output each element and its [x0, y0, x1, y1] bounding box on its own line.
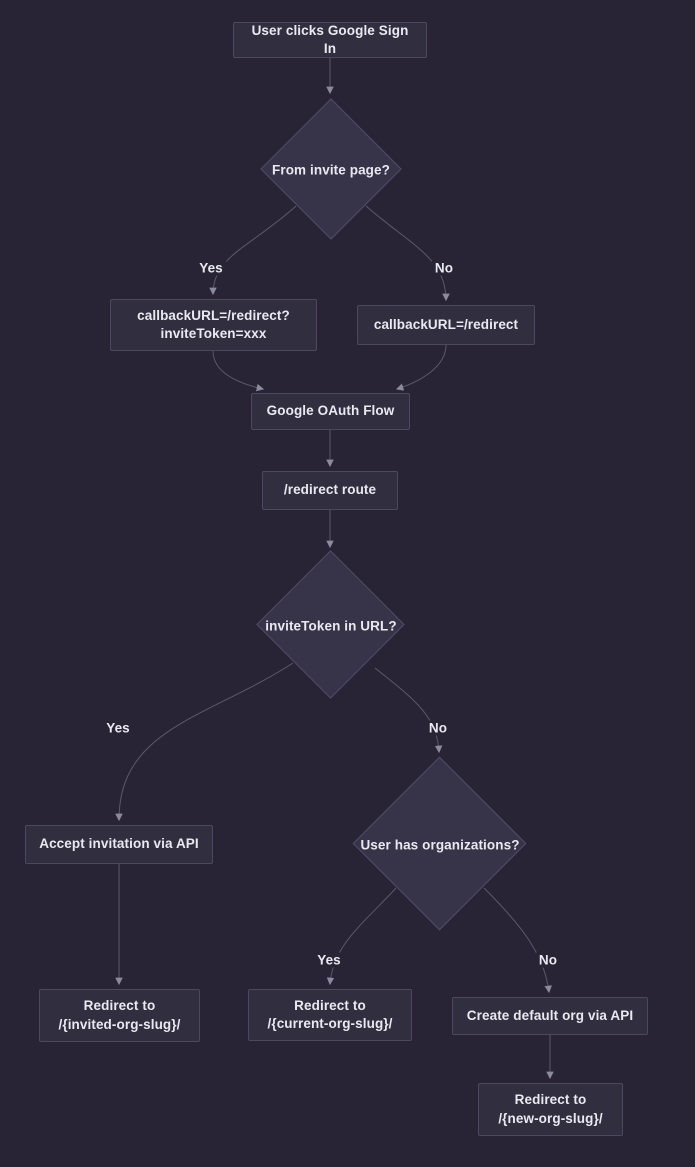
node-redirect-current: Redirect to /{current-org-slug}/	[248, 989, 412, 1041]
node-create-default-org-label: Create default org via API	[466, 1007, 634, 1023]
node-redirect-current-line2: /{current-org-slug}/	[267, 1016, 393, 1031]
edge-token-callback-to-oauth	[212, 350, 265, 392]
node-redirect-invited-line1: Redirect to	[83, 998, 156, 1014]
node-callback-plain-label: callbackURL=/redirect	[373, 316, 519, 332]
node-google-oauth: Google OAuth Flow	[251, 393, 410, 430]
node-redirect-new-line2: /{new-org-slug}/	[498, 1110, 603, 1126]
decision-user-has-orgs: User has organizations?	[360, 837, 520, 853]
edge-label-from-invite-yes: Yes	[196, 260, 226, 276]
node-callback-with-token-label: callbackURL=/redirect?inviteToken=xxx	[137, 307, 290, 341]
decision-from-invite-page: From invite page?	[272, 162, 390, 178]
node-google-oauth-label: Google OAuth Flow	[266, 403, 395, 419]
node-redirect-invited: Redirect to /{invited-org-slug}/	[39, 989, 200, 1042]
edge-from-invite-yes	[209, 205, 297, 296]
node-redirect-invited-label: Redirect to /{invited-org-slug}/	[58, 997, 180, 1033]
edge-user-orgs-yes	[326, 887, 397, 986]
node-redirect-new-line1: Redirect to	[514, 1092, 587, 1108]
edge-token-check-yes	[115, 662, 294, 822]
edge-label-from-invite-no: No	[431, 260, 457, 276]
node-create-default-org: Create default org via API	[452, 997, 648, 1035]
edge-plain-callback-to-oauth	[395, 344, 447, 391]
node-accept-invitation-label: Accept invitation via API	[39, 836, 199, 852]
node-redirect-route-label: /redirect route	[283, 482, 377, 498]
edge-label-invite-token-no: No	[425, 720, 451, 736]
node-callback-with-token: callbackURL=/redirect?inviteToken=xxx	[110, 299, 317, 351]
edge-label-invite-token-yes: Yes	[103, 720, 133, 736]
node-start-label: User clicks Google Sign In	[251, 22, 409, 56]
node-callback-plain: callbackURL=/redirect	[357, 305, 535, 345]
node-redirect-new: Redirect to /{new-org-slug}/	[478, 1083, 623, 1136]
edge-from-invite-no	[365, 205, 450, 302]
node-redirect-route: /redirect route	[262, 471, 398, 510]
node-redirect-new-label: Redirect to /{new-org-slug}/	[498, 1091, 602, 1127]
edge-label-user-orgs-yes: Yes	[314, 952, 344, 968]
node-redirect-current-line1: Redirect to	[294, 997, 366, 1013]
edge-user-orgs-no	[483, 887, 552, 994]
edge-token-check-no	[374, 667, 443, 754]
node-accept-invitation: Accept invitation via API	[25, 825, 213, 864]
node-redirect-invited-line2: /{invited-org-slug}/	[58, 1016, 181, 1032]
decision-invite-token-in-url: inviteToken in URL?	[265, 618, 397, 634]
edge-label-user-orgs-no: No	[535, 952, 561, 968]
node-start: User clicks Google Sign In	[233, 22, 427, 58]
node-redirect-current-label: Redirect to /{current-org-slug}/	[267, 997, 392, 1033]
